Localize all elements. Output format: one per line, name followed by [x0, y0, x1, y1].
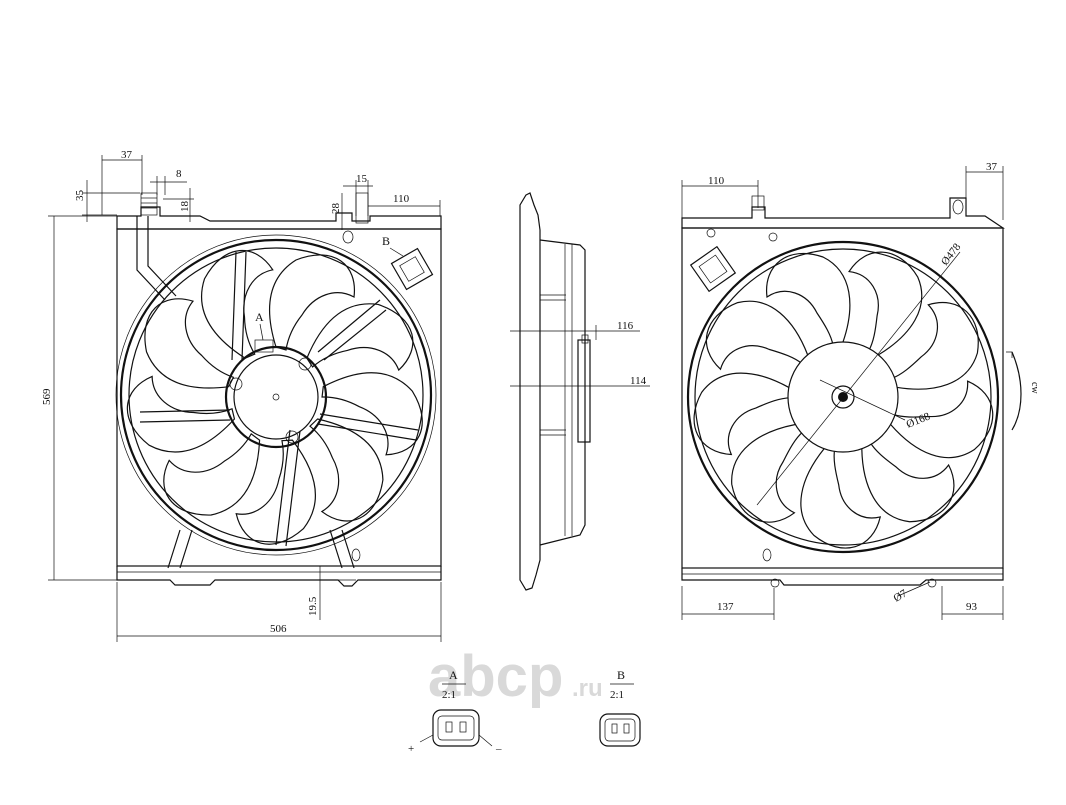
dim-18: 18 [179, 201, 191, 213]
dim-28: 28 [330, 203, 342, 215]
dim-137: 137 [717, 601, 734, 613]
rear-shroud [681, 227, 1004, 569]
dim-110-front: 110 [393, 193, 410, 205]
rear-dimensions [681, 166, 1004, 620]
dim-168: Ø168 [905, 410, 933, 430]
dim-37-front: 37 [121, 149, 133, 161]
dim-478: Ø478 [939, 241, 964, 268]
callout-a: A [255, 310, 264, 324]
detail-b-label: B [617, 668, 625, 682]
detail-a-plus: + [408, 743, 414, 755]
dim-569: 569 [41, 388, 53, 405]
connector-b [390, 247, 434, 291]
front-view: A B [41, 149, 442, 642]
dim-116: 116 [617, 320, 634, 332]
front-struts [139, 251, 419, 547]
watermark-suffix: .ru [572, 675, 603, 702]
callout-b: B [382, 234, 390, 248]
dim-19-5: 19.5 [307, 596, 319, 616]
detail-b: B 2:1 [599, 668, 641, 747]
dim-7: Ø7 [892, 587, 910, 604]
dim-93: 93 [966, 601, 978, 613]
dim-114: 114 [630, 375, 647, 387]
dim-37-rear: 37 [986, 161, 998, 173]
side-motor [577, 339, 591, 443]
rear-fan-ring [686, 240, 1000, 554]
watermark: abcp .ru [428, 644, 603, 709]
dim-110-rear: 110 [708, 175, 725, 187]
rear-view: cw 110 37 Ø478 Ø168 137 93 Ø7 [681, 161, 1040, 620]
dim-506: 506 [270, 623, 287, 635]
connector-a-shape [432, 709, 480, 747]
rotation-label: cw [1029, 382, 1040, 394]
dim-15: 15 [356, 173, 368, 185]
connector-b-shape [599, 713, 641, 747]
detail-a: A 2:1 + – [408, 668, 502, 755]
front-fan-ring [119, 238, 433, 552]
watermark-main: abcp [428, 644, 563, 709]
dim-35: 35 [74, 190, 86, 202]
front-motor [224, 345, 328, 449]
front-dimensions [48, 155, 442, 642]
detail-a-minus: – [495, 743, 502, 755]
dim-8: 8 [176, 168, 182, 180]
rear-connector [689, 245, 737, 293]
side-view: 116 114 [510, 192, 650, 591]
front-blades [114, 236, 429, 555]
detail-b-scale: 2:1 [610, 689, 624, 701]
detail-a-scale: 2:1 [442, 689, 456, 701]
front-shroud [116, 228, 442, 567]
detail-a-label: A [449, 668, 458, 682]
